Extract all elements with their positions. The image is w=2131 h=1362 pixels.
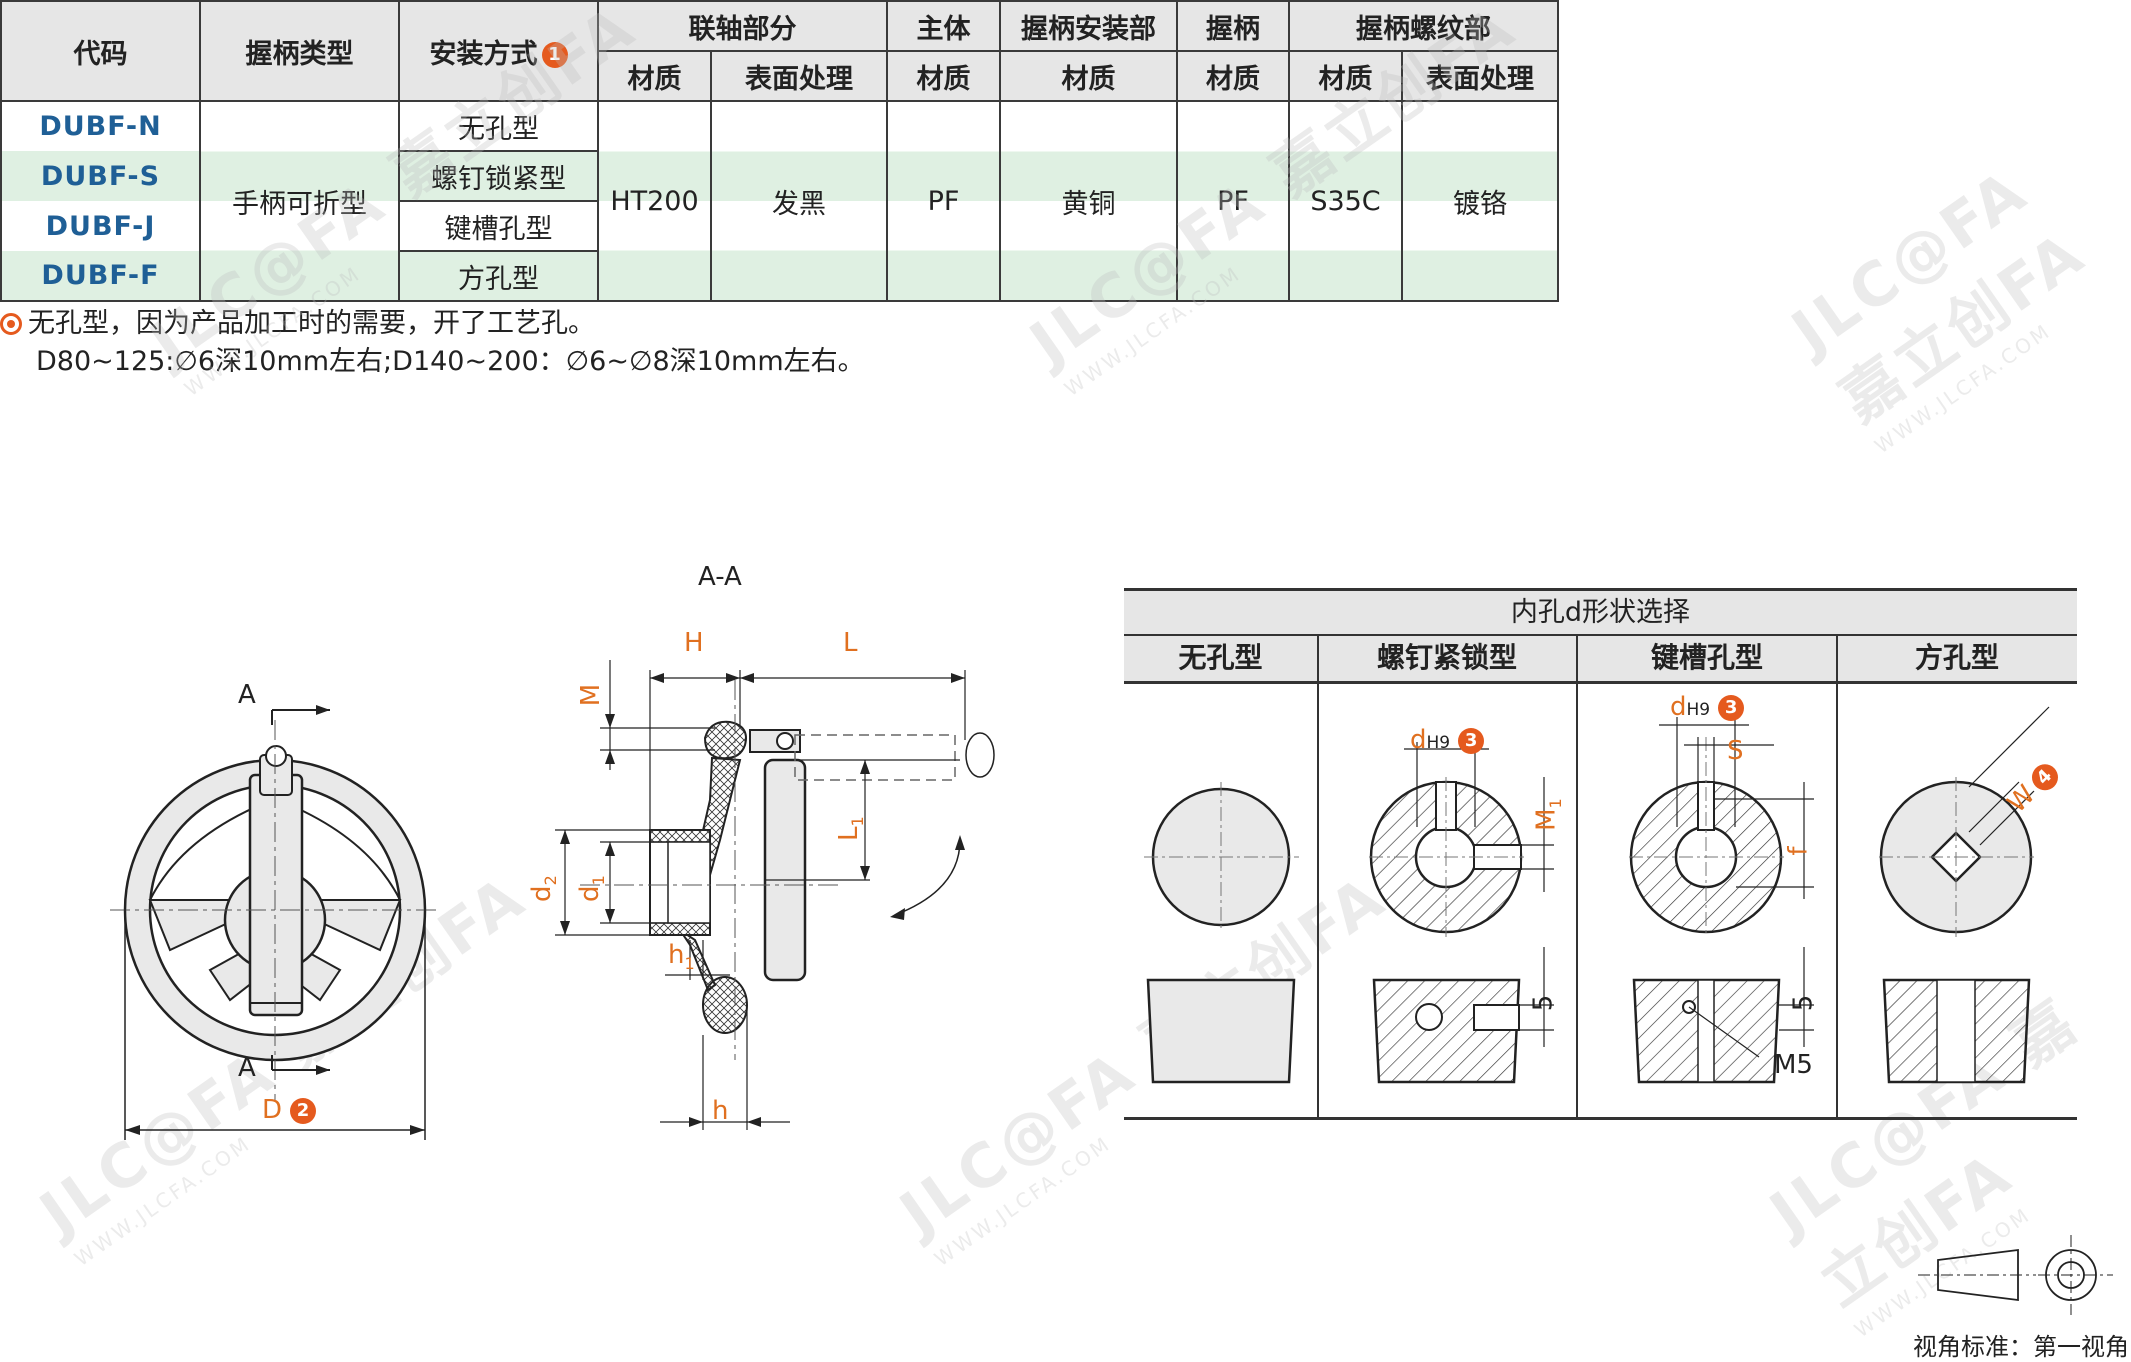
col-screw-lock: 螺钉紧锁型 [1317,636,1577,684]
dim-d-label: d [1670,692,1687,722]
view-standard-label: 视角标准：第一视角 [1913,1333,2129,1361]
dim-h1: h1 [668,940,695,973]
dim-L1-label: L [833,826,864,841]
dim-L: L [843,628,858,658]
header-coupling: 联轴部分 [597,0,888,52]
dim-m1-label: M [1531,808,1562,831]
footnote-line-1: 无孔型，因为产品加工时的需要，开了工艺孔。 [0,305,865,343]
dim-s: S [1727,736,1744,766]
dim-m5: M5 [1774,1050,1813,1080]
body-material-cell: PF [886,100,1001,302]
section-title: A-A [698,562,742,592]
handle-folded-phantom [794,734,956,781]
header-code: 代码 [0,0,201,102]
dim-f: f [1783,846,1814,856]
target-icon [0,313,22,335]
note-badge-2: 2 [290,1097,317,1124]
handle [248,773,304,1017]
coupling-surface-cell: 发黑 [710,100,888,302]
section-mark-bottom: A [238,1053,256,1083]
col-square: 方孔型 [1837,636,2077,684]
handle-section [763,758,807,982]
footnote: 无孔型，因为产品加工时的需要，开了工艺孔。 D80~125:∅6深10mm左右;… [0,305,865,381]
dim-m1: M1 [1532,798,1565,831]
note-badge-3: 3 [1458,727,1485,754]
code-cell: DUBF-J [0,201,201,251]
table-row: DUBF-N 手柄可折型 无孔型 HT200 发黑 PF 黄铜 PF S35C … [0,100,1559,302]
footnote-text-2: D80~125:∅6深10mm左右;D140~200：∅6~∅8深10mm左右。 [36,346,865,377]
grip-material-cell: PF [1176,100,1290,302]
section-mark-top: A [238,680,256,710]
subheader-material: 材质 [1288,50,1403,102]
dim-L1: L1 [834,816,867,841]
dim-five-screw: 5 [1528,994,1559,1012]
dim-d2-label: d [526,885,557,902]
header-body: 主体 [886,0,1001,52]
dim-d1: d1 [575,875,608,902]
col-no-hole: 无孔型 [1124,636,1317,684]
bore-shape-title: 内孔d形状选择 [1124,588,2077,636]
subheader-material: 材质 [597,50,712,102]
thread-surface-cell: 镀铬 [1401,100,1559,302]
mount-cell: 方孔型 [398,250,599,302]
dim-five-keyway: 5 [1788,994,1819,1012]
footnote-text-1: 无孔型，因为产品加工时的需要，开了工艺孔。 [28,308,595,339]
handwheel-front-view [110,705,440,1140]
header-grip-thread: 握柄螺纹部 [1288,0,1559,52]
subheader-material: 材质 [1176,50,1290,102]
header-mount-label: 安装方式 [429,38,538,70]
grip-mount-material-cell: 黄铜 [999,100,1178,302]
mount-cell: 键槽孔型 [398,200,599,252]
dim-d-keyway: dH9 3 [1670,692,1745,722]
col-keyway: 键槽孔型 [1577,636,1837,684]
table-row: DUBF-J 键槽孔型 [0,200,1558,252]
code-cell: DUBF-N [0,101,201,151]
coupling-material-cell: HT200 [597,100,712,302]
dim-h: h [712,1096,729,1126]
dim-D-label: D [262,1095,283,1125]
dim-d2-sub: 2 [540,875,560,886]
header-grip-mount: 握柄安装部 [999,0,1178,52]
dim-d1-label: d [574,885,605,902]
dim-h9-label: H9 [1686,700,1711,720]
code-cell: DUBF-F [0,251,201,302]
header-grip-type: 握柄类型 [199,0,400,102]
dim-d-label: d [1410,725,1427,755]
note-badge-3: 3 [1718,694,1745,721]
projection-symbol [1918,1235,2113,1315]
mount-cell: 螺钉锁紧型 [398,150,599,202]
bore-shape-drawings [1144,706,2050,1084]
thread-material-cell: S35C [1288,100,1403,302]
subheader-material: 材质 [999,50,1178,102]
grip-type-cell: 手柄可折型 [199,100,400,302]
note-badge-1: 1 [541,42,568,68]
code-cell: DUBF-S [0,151,201,201]
dim-H: H [684,628,704,658]
no-hole-side [1146,978,1296,1084]
section-view [555,660,995,1130]
dim-d-screw: dH9 3 [1410,725,1485,755]
dim-d2: d2 [527,875,560,902]
dim-M: M [576,683,607,707]
mount-cell: 无孔型 [398,100,599,152]
dim-d1-sub: 1 [588,875,608,886]
subheader-material: 材质 [886,50,1001,102]
bore-shape-table: 内孔d形状选择 无孔型 螺钉紧锁型 键槽孔型 方孔型 [1124,588,2077,1120]
dim-h9-label: H9 [1426,733,1451,753]
subheader-surface: 表面处理 [710,50,888,102]
header-grip: 握柄 [1176,0,1290,52]
dim-L1-sub: 1 [847,816,867,827]
dim-m1-sub: 1 [1545,798,1565,809]
dim-h1-sub: 1 [684,954,695,974]
subheader-surface: 表面处理 [1401,50,1559,102]
dim-h1-label: h [668,940,685,970]
